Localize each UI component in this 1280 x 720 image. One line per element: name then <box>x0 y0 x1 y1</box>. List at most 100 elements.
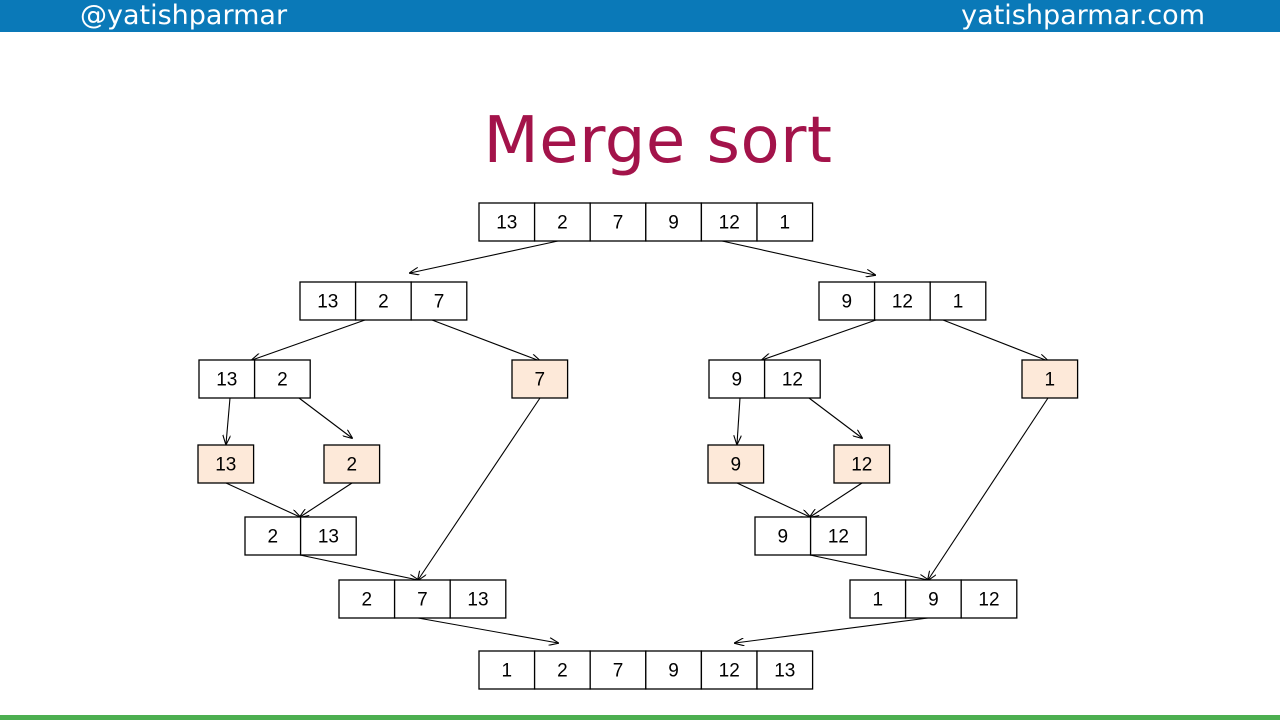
array-cell: 13 <box>299 516 357 556</box>
cell-box <box>756 202 814 242</box>
cell-value: 9 <box>732 370 743 391</box>
array-cell: 12 <box>700 650 758 690</box>
cell-value: 9 <box>731 455 742 476</box>
array-cell: 13 <box>197 444 255 484</box>
cell-box <box>873 281 931 321</box>
array-cell: 12 <box>960 579 1018 619</box>
array-cell: 1 <box>756 202 814 242</box>
cell-value: 2 <box>277 370 288 391</box>
cell-box <box>323 444 381 484</box>
arrow-1 <box>410 240 559 273</box>
cell-box <box>849 579 907 619</box>
array-l3-12: 12 <box>833 444 891 484</box>
array-cell: 12 <box>763 359 821 399</box>
cell-value: 9 <box>928 590 939 611</box>
cell-box <box>929 281 987 321</box>
array-cell: 13 <box>756 650 814 690</box>
cell-value: 7 <box>613 213 624 234</box>
array-cell: 7 <box>589 650 647 690</box>
arrow-20 <box>735 617 929 643</box>
cell-box <box>763 359 821 399</box>
footer-line <box>0 715 1280 720</box>
array-cell: 9 <box>707 444 765 484</box>
array-cell: 2 <box>533 202 591 242</box>
cell-box <box>833 444 891 484</box>
array-cell: 1 <box>1021 359 1079 399</box>
cell-value: 13 <box>467 590 488 611</box>
array-cell: 9 <box>645 650 703 690</box>
cell-box <box>354 281 412 321</box>
cell-value: 2 <box>557 213 568 234</box>
array-cell: 2 <box>533 650 591 690</box>
arrow-17 <box>299 554 418 580</box>
cell-value: 13 <box>318 527 339 548</box>
array-cell: 12 <box>809 516 867 556</box>
array-cell: 2 <box>253 359 311 399</box>
cell-box <box>478 202 536 242</box>
arrow-2 <box>721 240 875 275</box>
cell-value: 2 <box>268 527 279 548</box>
array-cell: 2 <box>323 444 381 484</box>
cell-value: 12 <box>719 213 740 234</box>
array-cell: 9 <box>754 516 812 556</box>
array-cell: 7 <box>511 359 569 399</box>
cell-value: 2 <box>347 455 358 476</box>
cell-box <box>533 202 591 242</box>
cell-box <box>754 516 812 556</box>
cell-value: 1 <box>780 213 791 234</box>
array-cell: 1 <box>929 281 987 321</box>
array-cell: 13 <box>449 579 507 619</box>
array-cell: 13 <box>478 202 536 242</box>
arrow-7 <box>226 397 230 444</box>
array-cell: 9 <box>708 359 766 399</box>
arrow-8 <box>298 397 352 438</box>
website-link[interactable]: yatishparmar.com <box>961 0 1205 31</box>
array-cell: 2 <box>338 579 396 619</box>
array-m1-left: 2 13 <box>244 516 357 556</box>
arrow-11 <box>225 482 300 517</box>
arrow-4 <box>431 319 540 361</box>
cell-box <box>589 650 647 690</box>
arrows-layer <box>225 240 1048 643</box>
cell-value: 1 <box>502 661 513 682</box>
cell-value: 7 <box>535 370 546 391</box>
cell-value: 1 <box>1045 370 1056 391</box>
cell-value: 1 <box>873 590 884 611</box>
arrow-10 <box>808 397 862 438</box>
array-cell: 7 <box>410 281 468 321</box>
arrow-18 <box>809 554 928 580</box>
cell-box <box>904 579 962 619</box>
array-l2-left-single: 7 <box>511 359 569 399</box>
arrow-5 <box>762 319 877 360</box>
cell-box <box>253 359 311 399</box>
cell-box <box>700 202 758 242</box>
slide-title: Merge sort <box>483 104 833 178</box>
cell-value: 7 <box>434 292 445 313</box>
cell-box <box>299 281 357 321</box>
cell-value: 2 <box>378 292 389 313</box>
cell-value: 2 <box>557 661 568 682</box>
array-l2-right-single: 1 <box>1021 359 1079 399</box>
array-m1-right: 9 12 <box>754 516 867 556</box>
array-cell: 1 <box>849 579 907 619</box>
cell-box <box>533 650 591 690</box>
cell-value: 9 <box>668 213 679 234</box>
array-cell: 2 <box>244 516 302 556</box>
cell-value: 1 <box>953 292 964 313</box>
array-cell: 12 <box>873 281 931 321</box>
cell-value: 9 <box>778 527 789 548</box>
array-cell: 12 <box>700 202 758 242</box>
header-bar: @yatishparmar yatishparmar.com <box>0 0 1280 32</box>
cell-box <box>700 650 758 690</box>
array-cell: 12 <box>833 444 891 484</box>
array-l3-9: 9 <box>707 444 765 484</box>
arrow-19 <box>417 617 558 643</box>
cell-box <box>645 650 703 690</box>
cell-value: 12 <box>892 292 913 313</box>
array-cell: 7 <box>589 202 647 242</box>
